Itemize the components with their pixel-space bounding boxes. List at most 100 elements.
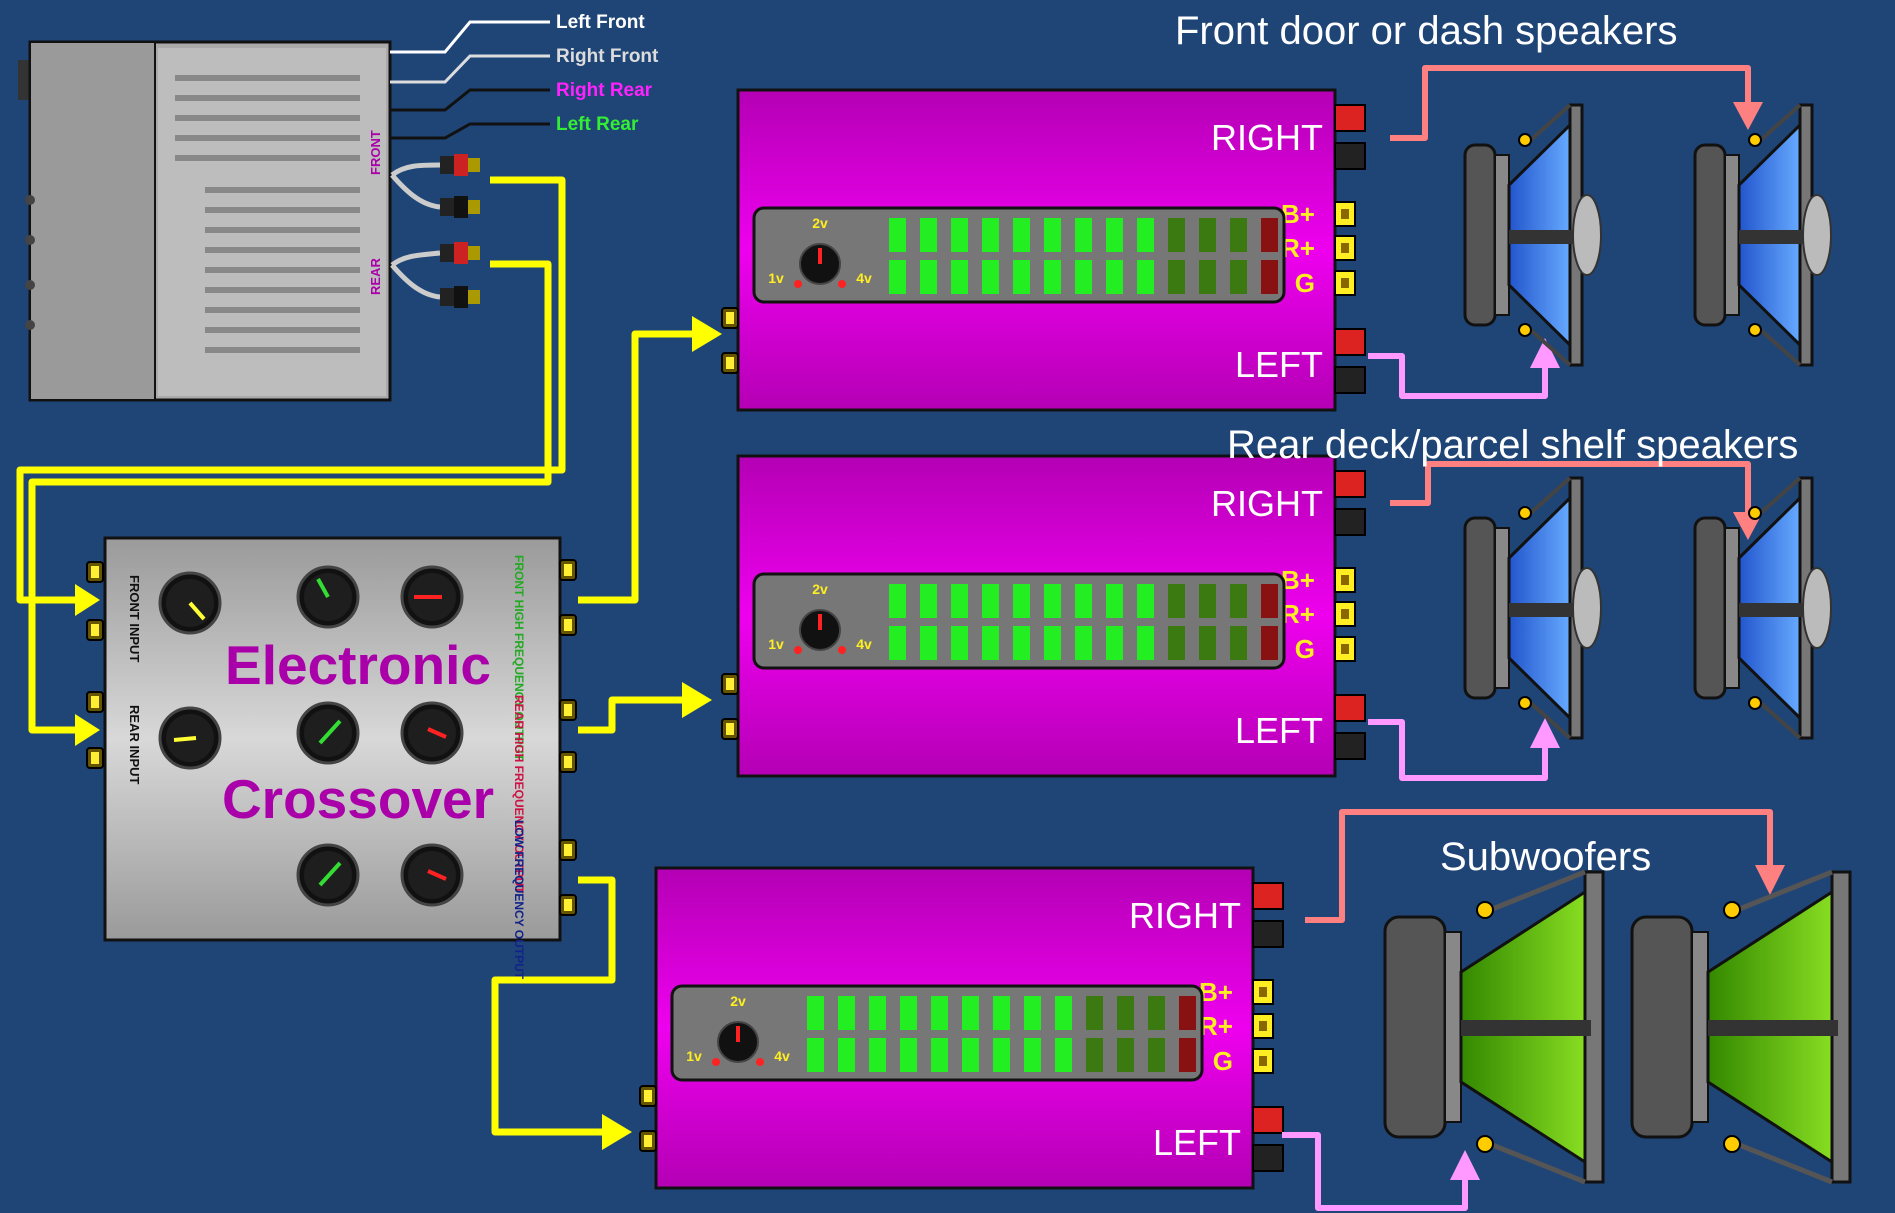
- right-speaker-terminal[interactable]: [1334, 104, 1366, 132]
- meter-segment: [900, 1038, 917, 1072]
- meter-segment: [982, 260, 999, 294]
- meter-segment: [889, 218, 906, 252]
- right-speaker-terminal[interactable]: [1252, 882, 1284, 910]
- amp-level-meter: 2v 1v 4v: [670, 984, 1204, 1082]
- rca-rear-right: [440, 242, 480, 264]
- meter-segment: [1179, 996, 1196, 1030]
- amp-left-label: LEFT: [1235, 344, 1323, 385]
- meter-segment: [1013, 626, 1030, 660]
- amp-input-jack[interactable]: [721, 718, 739, 740]
- amp-input-jack[interactable]: [639, 1085, 657, 1107]
- meter-segment: [1086, 996, 1103, 1030]
- right-speaker-terminal[interactable]: [1252, 920, 1284, 948]
- crossover-knob[interactable]: [158, 706, 222, 770]
- left-speaker-terminal[interactable]: [1334, 694, 1366, 722]
- amp-right-label: RIGHT: [1129, 895, 1241, 936]
- amp-input-jack[interactable]: [721, 673, 739, 695]
- amp-right-label: RIGHT: [1211, 483, 1323, 524]
- power-terminal[interactable]: [1252, 979, 1274, 1005]
- crossover-knob[interactable]: [400, 565, 464, 629]
- power-terminal[interactable]: [1334, 601, 1356, 627]
- gain-max-label: 4v: [774, 1048, 790, 1064]
- meter-segment: [869, 996, 886, 1030]
- power-terminal[interactable]: [1334, 201, 1356, 227]
- meter-segment: [931, 1038, 948, 1072]
- gain-max-label: 4v: [856, 270, 872, 286]
- rca-front-left: [440, 196, 480, 218]
- left-speaker-terminal[interactable]: [1252, 1144, 1284, 1172]
- meter-segment: [1230, 260, 1247, 294]
- rca-rear-left: [440, 286, 480, 308]
- amp-input-jack[interactable]: [721, 352, 739, 374]
- gain-mid-label: 2v: [730, 993, 746, 1009]
- gain-knob[interactable]: [794, 609, 846, 654]
- wire-label-left-rear: Left Rear: [556, 114, 639, 135]
- meter-segment: [838, 996, 855, 1030]
- meter-segment: [1199, 260, 1216, 294]
- meter-segment: [1137, 218, 1154, 252]
- meter-segment: [1261, 584, 1278, 618]
- meter-segment: [807, 1038, 824, 1072]
- left-speaker-terminal[interactable]: [1334, 328, 1366, 356]
- gain-max-label: 4v: [856, 636, 872, 652]
- terminal-r-label: R+: [1199, 1011, 1233, 1041]
- right-speaker-terminal[interactable]: [1334, 142, 1366, 170]
- power-terminal[interactable]: [1334, 270, 1356, 296]
- power-terminal[interactable]: [1252, 1013, 1274, 1039]
- meter-segment: [900, 996, 917, 1030]
- wire-label-left-front: Left Front: [556, 12, 645, 33]
- meter-segment: [838, 1038, 855, 1072]
- meter-segment: [1230, 218, 1247, 252]
- meter-segment: [1117, 996, 1134, 1030]
- meter-segment: [1024, 1038, 1041, 1072]
- left-speaker-terminal[interactable]: [1252, 1106, 1284, 1134]
- crossover-knob[interactable]: [296, 565, 360, 629]
- terminal-r-label: R+: [1281, 233, 1315, 263]
- meter-segment: [1075, 260, 1092, 294]
- gain-knob[interactable]: [794, 243, 846, 288]
- meter-segment: [1137, 626, 1154, 660]
- crossover-rear-high-output-label: REAR HIGH FREQUENCY OUTPUT: [512, 695, 526, 894]
- amp-input-jack[interactable]: [721, 307, 739, 329]
- power-terminal[interactable]: [1334, 636, 1356, 662]
- crossover-knob[interactable]: [296, 701, 360, 765]
- right-speaker-terminal[interactable]: [1334, 470, 1366, 498]
- crossover-knob[interactable]: [296, 843, 360, 907]
- rear-speakers-label: Rear deck/parcel shelf speakers: [1227, 423, 1798, 467]
- meter-segment: [1230, 584, 1247, 618]
- gain-knob[interactable]: [712, 1021, 764, 1066]
- meter-segment: [1117, 1038, 1134, 1072]
- meter-segment: [982, 626, 999, 660]
- meter-segment: [889, 626, 906, 660]
- meter-segment: [951, 584, 968, 618]
- crossover-title-line2: Crossover: [222, 768, 494, 830]
- terminal-b-label: B+: [1281, 199, 1315, 229]
- right-speaker-terminal[interactable]: [1334, 508, 1366, 536]
- electronic-crossover: FRONT INPUT REAR INPUT FRONT HIGH FREQUE…: [86, 536, 577, 980]
- crossover-knob[interactable]: [400, 701, 464, 765]
- meter-segment: [920, 260, 937, 294]
- meter-segment: [1106, 260, 1123, 294]
- amp-input-jack[interactable]: [639, 1130, 657, 1152]
- terminal-r-label: R+: [1281, 599, 1315, 629]
- front-speakers-label: Front door or dash speakers: [1175, 9, 1677, 53]
- crossover-knob[interactable]: [158, 571, 222, 635]
- meter-segment: [869, 1038, 886, 1072]
- power-terminal[interactable]: [1252, 1048, 1274, 1074]
- power-terminal[interactable]: [1334, 235, 1356, 261]
- meter-segment: [889, 260, 906, 294]
- meter-segment: [1106, 626, 1123, 660]
- meter-segment: [1179, 1038, 1196, 1072]
- power-terminal[interactable]: [1334, 567, 1356, 593]
- terminal-b-label: B+: [1281, 565, 1315, 595]
- rca-front-right: [440, 154, 480, 176]
- crossover-knob[interactable]: [400, 843, 464, 907]
- gain-min-label: 1v: [686, 1048, 702, 1064]
- left-speaker-terminal[interactable]: [1334, 732, 1366, 760]
- meter-segment: [889, 584, 906, 618]
- meter-segment: [1075, 584, 1092, 618]
- left-speaker-terminal[interactable]: [1334, 366, 1366, 394]
- amp-left-label: LEFT: [1153, 1122, 1241, 1163]
